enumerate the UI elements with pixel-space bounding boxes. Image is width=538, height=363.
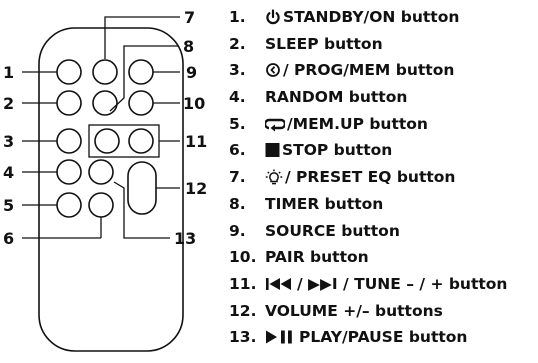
legend-number: 8.	[229, 194, 246, 213]
callout-7: 7	[184, 8, 195, 27]
legend-item: 3. / PROG/MEM button	[229, 57, 507, 84]
legend-label: TIMER button	[265, 194, 384, 213]
legend-label: RANDOM button	[265, 88, 408, 107]
remote-button-11-left	[94, 128, 120, 154]
legend-number: 6.	[229, 141, 246, 160]
remote-button-11-right	[128, 128, 154, 154]
leader-line-13	[113, 181, 170, 239]
callout-10: 10	[183, 94, 205, 113]
legend-label: PLAY/PAUSE button	[299, 328, 468, 347]
legend-label: VOLUME +/– buttons	[265, 301, 443, 320]
legend-number: 4.	[229, 88, 246, 107]
legend-number: 13.	[229, 328, 257, 347]
legend-item: 5. /MEM.UP button	[229, 111, 507, 138]
legend-label: STOP button	[282, 141, 393, 160]
remote-button-2	[56, 90, 82, 116]
callout-3: 3	[3, 132, 14, 151]
legend-label: SOURCE button	[265, 221, 400, 240]
callout-numbers: 1 2 3 4 5 6 7 8 9 10 11 12 13	[3, 8, 207, 248]
callout-12: 12	[185, 179, 207, 198]
stop-icon	[265, 142, 280, 158]
remote-button-10	[128, 90, 154, 116]
callout-4: 4	[3, 163, 14, 182]
legend-item: 4. RANDOM button	[229, 84, 507, 111]
timer-icon	[265, 62, 281, 78]
remote-button-8	[92, 90, 118, 116]
leader-line-7	[104, 16, 180, 59]
legend-label: / PROG/MEM button	[283, 61, 455, 80]
play-pause-icon	[265, 329, 297, 345]
remote-button-3	[56, 128, 82, 154]
callout-1: 1	[3, 63, 14, 82]
legend-label: STANDBY/ON button	[283, 8, 460, 26]
button-group-11-box	[88, 124, 160, 158]
repeat-icon	[265, 116, 285, 132]
legend-number: 1.	[229, 8, 246, 26]
callout-9: 9	[186, 63, 197, 82]
legend-label: SLEEP button	[265, 34, 383, 53]
remote-button-9	[128, 59, 154, 85]
legend-label: /MEM.UP button	[287, 114, 428, 133]
callout-2: 2	[3, 94, 14, 113]
callout-8: 8	[183, 37, 194, 56]
power-icon	[265, 9, 281, 25]
legend-number: 3.	[229, 61, 246, 80]
callout-5: 5	[3, 196, 14, 215]
legend-number: 10.	[229, 248, 257, 267]
legend-item: 7. / PRESET EQ button	[229, 164, 507, 191]
remote-button-12-volume	[127, 161, 157, 215]
legend-label: / ▶▶I / TUNE – / + button	[297, 274, 508, 293]
remote-diagram: 1 2 3 4 5 6 7 8 9 10 11 12 13	[3, 8, 207, 352]
callout-13: 13	[174, 229, 196, 248]
legend-number: 11.	[229, 274, 257, 293]
legend-item: 8. TIMER button	[229, 191, 507, 218]
legend-item: 9. SOURCE button	[229, 218, 507, 245]
remote-body	[38, 27, 184, 352]
legend-item: 1. STANDBY/ON button	[229, 4, 507, 31]
legend-number: 5.	[229, 114, 246, 133]
legend-item: 11. / ▶▶I / TUNE – / + button	[229, 271, 507, 298]
dimmer-icon	[265, 169, 283, 185]
remote-button-5	[56, 192, 82, 218]
skip-back-icon	[265, 276, 295, 292]
legend-item: 6. STOP button	[229, 137, 507, 164]
remote-button-1	[56, 59, 82, 85]
legend-item: 13. PLAY/PAUSE button	[229, 324, 507, 351]
legend-item: 10. PAIR button	[229, 244, 507, 271]
button-legend: 1. STANDBY/ON button 2. SLEEP button 3. / PRO…	[229, 4, 507, 351]
remote-button-7	[92, 59, 118, 85]
legend-label: / PRESET EQ button	[285, 168, 456, 187]
remote-buttons	[56, 59, 160, 218]
leader-lines	[22, 16, 180, 239]
callout-6: 6	[3, 229, 14, 248]
legend-number: 9.	[229, 221, 246, 240]
legend-item: 12. VOLUME +/– buttons	[229, 298, 507, 325]
legend-number: 7.	[229, 168, 246, 187]
legend-number: 2.	[229, 34, 246, 53]
callout-11: 11	[185, 132, 207, 151]
legend-number: 12.	[229, 301, 257, 320]
leader-line-8	[109, 45, 178, 112]
legend-item: 2. SLEEP button	[229, 31, 507, 58]
remote-button-13	[88, 159, 114, 185]
legend-label: PAIR button	[265, 248, 369, 267]
remote-button-4	[56, 159, 82, 185]
remote-button-6	[88, 192, 114, 218]
